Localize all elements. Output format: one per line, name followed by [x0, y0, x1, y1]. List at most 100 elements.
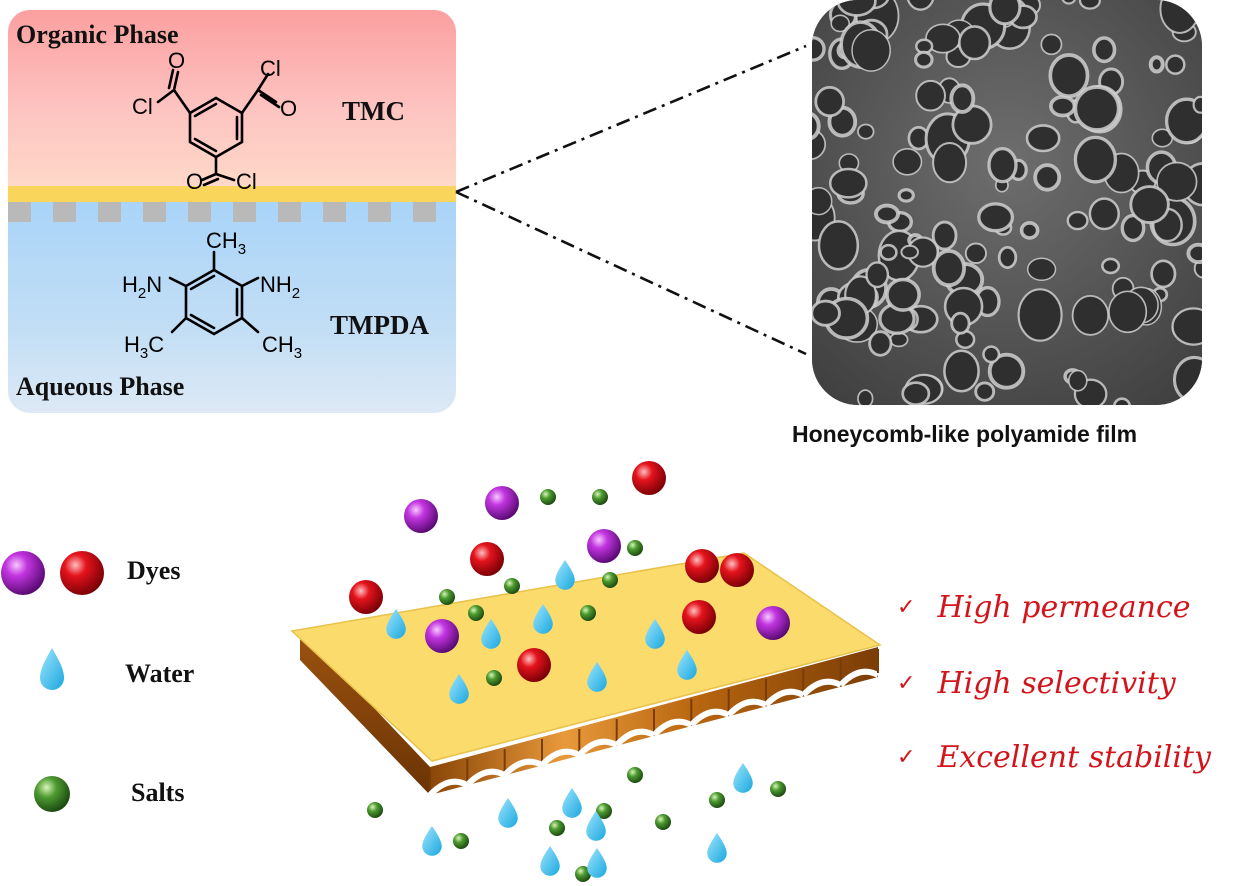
check-icon: ✓ [897, 745, 916, 770]
membrane-illustration [290, 461, 882, 882]
legend-icons [1, 551, 104, 812]
water-drop-icon [40, 648, 64, 690]
tmc-name: TMC [342, 96, 405, 126]
honeycomb-cell [830, 14, 851, 33]
honeycomb-cell [1049, 95, 1077, 118]
dye-purple-particle [425, 619, 459, 653]
methyl-group: H3C [124, 332, 164, 362]
support-left-side [300, 630, 430, 795]
support-pore [278, 202, 301, 222]
dye-red-icon [60, 551, 104, 595]
honeycomb-cell [1164, 97, 1202, 145]
honeycomb-cell [1189, 0, 1202, 8]
honeycomb-cell [892, 148, 923, 176]
atom-o: O [280, 96, 297, 121]
legend-salts-label: Salts [131, 778, 185, 807]
dye-purple-particle [587, 529, 621, 563]
support-channel-opening [614, 728, 656, 748]
support-pore [368, 202, 391, 222]
honeycomb-cell [943, 349, 980, 393]
salt-particle [453, 833, 469, 849]
honeycomb-cell [889, 332, 909, 348]
polyamide-film-surface [290, 552, 882, 762]
tmpda-structure: CH3 H2N NH2 H3C CH3 [122, 232, 302, 362]
honeycomb-cell [1092, 36, 1117, 64]
salt-particle [549, 820, 565, 836]
honeycomb-cell [817, 220, 860, 271]
honeycomb-texture [812, 0, 1202, 405]
honeycomb-cell [1048, 53, 1090, 99]
support-pore [53, 202, 76, 222]
honeycomb-cell [950, 311, 971, 335]
salt-particle [540, 489, 556, 505]
honeycomb-cell [828, 167, 868, 199]
honeycomb-cell [812, 112, 821, 141]
water-drop-particle [540, 846, 560, 876]
support-channel-opening [502, 758, 544, 778]
honeycomb-cell [1078, 0, 1101, 10]
water-drop-particle [555, 560, 575, 590]
honeycomb-cell [932, 142, 968, 184]
honeycomb-cell [1156, 161, 1198, 202]
support-channel-opening [838, 668, 880, 688]
honeycomb-cell [974, 381, 996, 402]
dye-red-particle [720, 553, 754, 587]
water-drop-particle [733, 763, 753, 793]
salt-particle [596, 803, 612, 819]
dye-purple-particle [485, 486, 519, 520]
legend-dyes-label: Dyes [127, 556, 181, 585]
honeycomb-cell [1040, 33, 1063, 56]
honeycomb-cell [1071, 294, 1110, 336]
support-channel-opening [801, 678, 843, 698]
zoom-line-upper [455, 44, 807, 194]
water-drop-particle [562, 788, 582, 818]
water-drop-particle [677, 650, 697, 680]
dye-red-particle [682, 600, 716, 634]
salt-particle [486, 670, 502, 686]
dye-purple-icon [1, 551, 45, 595]
honeycomb-cell [987, 146, 1018, 184]
honeycomb-cell [857, 123, 875, 140]
atom-cl: Cl [132, 94, 153, 119]
support-pore [98, 202, 121, 222]
water-drop-particle [707, 833, 727, 863]
atom-o: O [168, 48, 185, 73]
honeycomb-cell [900, 244, 919, 260]
support-channel-opening [651, 718, 693, 738]
honeycomb-cell [906, 0, 935, 11]
honeycomb-cell [865, 261, 890, 289]
honeycomb-cell [1017, 288, 1063, 342]
support-channels [427, 649, 880, 798]
honeycomb-cell [1108, 290, 1148, 334]
honeycomb-cell [1171, 307, 1202, 346]
check-icon: ✓ [897, 671, 916, 696]
salt-particle [592, 489, 608, 505]
honeycomb-cell [879, 243, 898, 261]
honeycomb-cell [1073, 84, 1121, 133]
feature-high-permeance: ✓High permeance [897, 590, 1191, 625]
honeycomb-cell [915, 79, 946, 112]
honeycomb-cell [914, 50, 934, 69]
support-pore [413, 202, 436, 222]
honeycomb-cell [901, 381, 931, 405]
support-channel-opening [726, 698, 768, 718]
honeycomb-cell [931, 249, 966, 288]
honeycomb-cell [1073, 135, 1118, 184]
honeycomb-cell [988, 0, 1022, 26]
water-drop-particle [586, 811, 606, 841]
honeycomb-cell [812, 187, 833, 216]
honeycomb-cell [885, 277, 921, 312]
honeycomb-cell [1113, 397, 1131, 405]
support-channel-opening [577, 738, 619, 758]
salt-particle [627, 540, 643, 556]
honeycomb-cell [1033, 163, 1062, 192]
support-pore [8, 202, 31, 222]
legend-water-label: Water [125, 659, 195, 688]
honeycomb-cell [814, 86, 846, 118]
honeycomb-cell [1066, 210, 1089, 231]
water-drop-particle [587, 848, 607, 878]
honeycomb-cell [812, 36, 826, 62]
honeycomb-cell [931, 220, 958, 251]
honeycomb-cell [897, 188, 915, 203]
aqueous-phase-label: Aqueous Phase [16, 372, 185, 401]
